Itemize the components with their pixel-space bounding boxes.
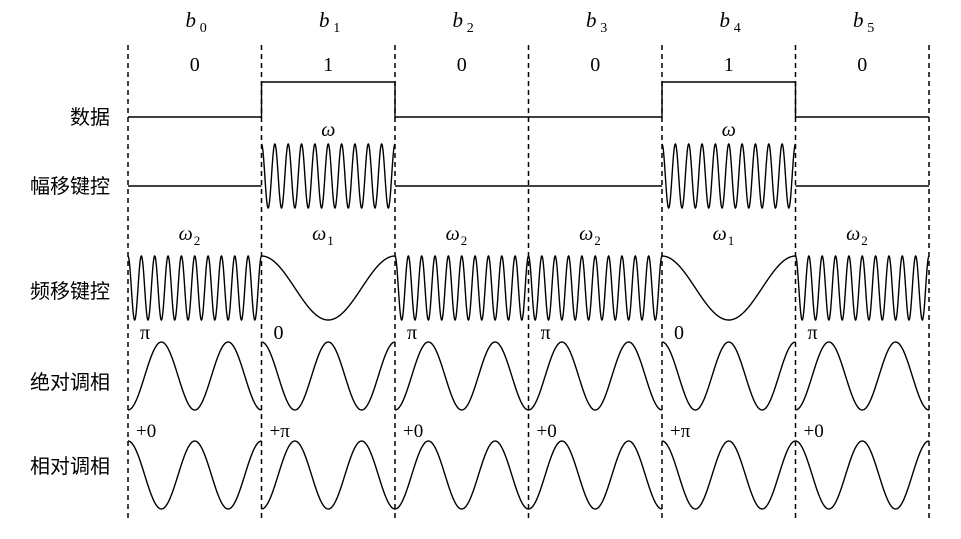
fsk-omega-label-0: ω <box>179 223 193 245</box>
bit-name-4: b <box>720 8 731 32</box>
fsk-omega-subscript-1: 1 <box>327 233 334 248</box>
fsk-omega-subscript-4: 1 <box>728 233 735 248</box>
fsk-omega-label-5: ω <box>846 223 860 245</box>
abs-psk-wave-5 <box>795 341 930 411</box>
rel-phase-label-5: +0 <box>804 421 824 442</box>
ask-omega-label-4: ω <box>722 119 736 141</box>
abs-phase-label-2: π <box>407 322 417 344</box>
fsk-omega-label-4: ω <box>713 223 727 245</box>
ask-carrier-burst-4 <box>661 143 796 209</box>
abs-psk-wave-0 <box>127 341 262 411</box>
bit-name-5: b <box>853 8 864 32</box>
abs-psk-wave-2 <box>394 341 529 411</box>
fsk-omega-subscript-0: 2 <box>194 233 201 248</box>
fsk-wave-4 <box>662 255 796 321</box>
bit-boundaries <box>127 45 930 522</box>
fsk-omega-subscript-5: 2 <box>861 233 868 248</box>
bit-value-3: 0 <box>590 54 600 76</box>
row-labels: 数据 幅移键控 频移键控 绝对调相 相对调相 <box>30 105 110 478</box>
row-label-rel-psk: 相对调相 <box>30 454 110 478</box>
fsk-wave-1 <box>261 255 395 321</box>
bit-subscript-1: 1 <box>333 21 340 36</box>
fsk-omega-label-1: ω <box>312 223 326 245</box>
data-signal-line <box>128 81 929 118</box>
bit-value-1: 1 <box>323 54 333 76</box>
bit-value-0: 0 <box>190 54 200 76</box>
abs-phase-label-4: 0 <box>674 322 684 344</box>
fsk-omega-subscript-2: 2 <box>461 233 468 248</box>
bit-subscript-0: 0 <box>200 21 207 36</box>
row-label-abs-psk: 绝对调相 <box>30 370 110 394</box>
fsk-omega-subscript-3: 2 <box>594 233 601 248</box>
bit-name-2: b <box>453 8 464 32</box>
abs-phase-label-0: π <box>140 322 150 344</box>
fsk-omega-label-2: ω <box>446 223 460 245</box>
rel-psk-wave-1 <box>261 440 396 510</box>
abs-psk-wave-3 <box>528 341 663 411</box>
bit-value-4: 1 <box>724 54 734 76</box>
bit-value-5: 0 <box>857 54 867 76</box>
data-waveform <box>128 81 929 118</box>
bit-subscript-4: 4 <box>734 21 741 36</box>
bit-name-0: b <box>186 8 197 32</box>
rel-phase-label-0: +0 <box>136 421 156 442</box>
rel-psk-wave-4 <box>661 440 796 510</box>
abs-psk-wave-1 <box>261 341 396 411</box>
row-label-ask: 幅移键控 <box>30 174 110 198</box>
bit-value-2: 0 <box>457 54 467 76</box>
rel-psk-wave-5 <box>795 440 930 510</box>
relative-psk-waveform: +0 +π +0 +0 +π +0 <box>127 421 930 510</box>
rel-phase-label-2: +0 <box>403 421 423 442</box>
ask-carrier-burst-1 <box>261 143 396 209</box>
ask-omega-label-1: ω <box>321 119 335 141</box>
rel-phase-label-3: +0 <box>537 421 557 442</box>
absolute-psk-waveform: π 0 π π 0 π <box>127 322 930 411</box>
bit-subscript-2: 2 <box>467 21 474 36</box>
fsk-wave-3 <box>528 255 663 321</box>
rel-psk-wave-3 <box>528 440 663 510</box>
bit-name-1: b <box>319 8 330 32</box>
rel-phase-label-4: +π <box>670 421 691 442</box>
abs-psk-wave-4 <box>661 341 796 411</box>
fsk-wave-5 <box>795 255 930 321</box>
rel-phase-label-1: +π <box>270 421 291 442</box>
rel-psk-wave-0 <box>127 440 262 510</box>
abs-phase-label-3: π <box>541 322 551 344</box>
row-label-data: 数据 <box>70 105 110 129</box>
fsk-omega-label-3: ω <box>579 223 593 245</box>
fsk-wave-2 <box>394 255 529 321</box>
row-label-fsk: 频移键控 <box>30 279 110 303</box>
fsk-wave-0 <box>127 255 262 321</box>
bit-name-3: b <box>586 8 597 32</box>
bit-subscript-5: 5 <box>867 21 874 36</box>
abs-phase-label-1: 0 <box>274 322 284 344</box>
abs-phase-label-5: π <box>808 322 818 344</box>
bit-subscript-3: 3 <box>600 21 607 36</box>
rel-psk-wave-2 <box>394 440 529 510</box>
